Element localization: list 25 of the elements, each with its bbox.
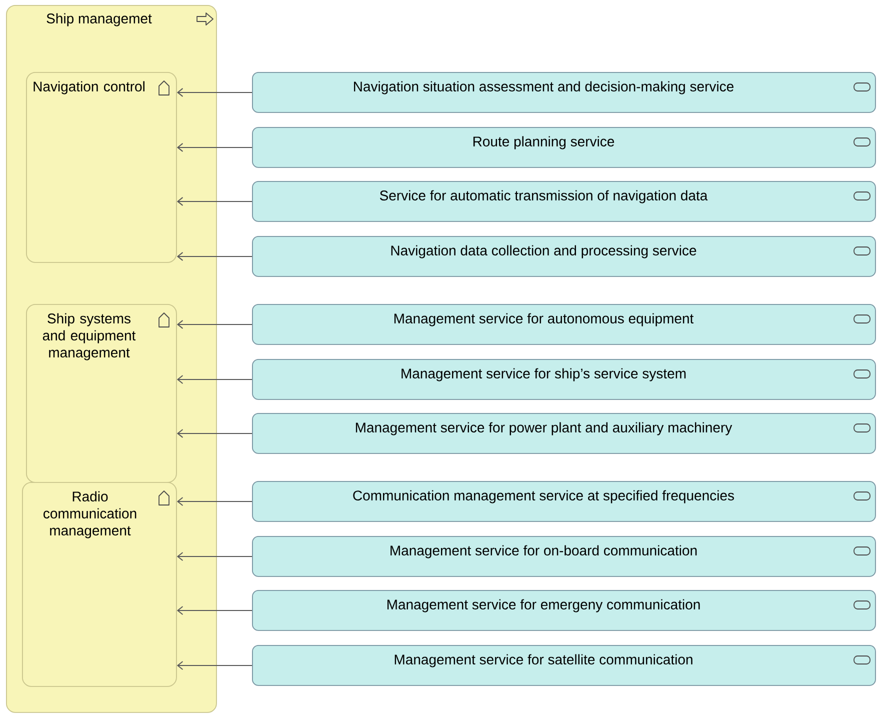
service-box: Navigation situation assessment and decision-making service (252, 72, 876, 113)
arrow (176, 660, 252, 670)
arrow (176, 320, 252, 329)
arrow (176, 88, 252, 97)
arrow (176, 196, 252, 206)
arrow (176, 428, 252, 438)
service-box: Management service for autonomous equipment (252, 304, 876, 345)
service-box: Management service for emergeny communication (252, 590, 876, 631)
arrow (176, 252, 252, 261)
service-box: Management service for power plant and auxiliary machinery (252, 413, 876, 454)
service-box: Service for automatic transmission of navigation data (252, 181, 876, 222)
arrow (176, 374, 252, 384)
arrow (176, 606, 252, 615)
service-box: Route planning service (252, 127, 876, 168)
arrow (176, 496, 252, 506)
service-box: Management service for satellite communication (252, 645, 876, 686)
service-box: Management service for on-board communication (252, 536, 876, 577)
function-box: Navigation control (26, 72, 177, 263)
function-box: Radio communication management (22, 482, 177, 687)
function-box: Ship systems and equipment management (26, 304, 177, 483)
service-box: Communication management service at specified frequencies (252, 481, 876, 522)
arrow (176, 552, 252, 561)
service-box: Management service for ship’s service system (252, 359, 876, 400)
arrow (176, 142, 252, 152)
service-box: Navigation data collection and processing service (252, 236, 876, 277)
